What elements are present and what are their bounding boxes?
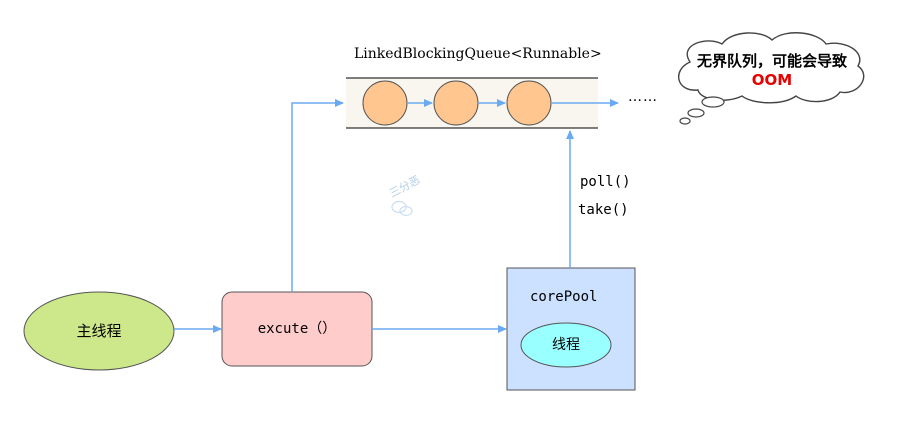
arrow-execute-to-queue [291,99,344,292]
worker-thread-label: 线程 [552,337,580,353]
queue-continuation: …… [628,89,658,105]
wechat-icon [391,200,413,217]
main-thread-label: 主线程 [76,322,122,340]
execute-label: excute（） [257,321,337,337]
queue-title: LinkedBlockingQueue<Runnable> [354,46,602,62]
poll-label: poll() [580,174,631,190]
warning-text: 无界队列，可能会导致 [696,52,847,70]
take-label: take() [578,202,629,218]
queue-item-2 [433,80,479,126]
core-pool-label: corePool [530,289,598,305]
queue-item-3 [506,80,552,126]
thought-bubble-dot-2 [687,108,705,118]
warning-oom: OOM [751,71,793,89]
thought-bubble-dot-3 [679,117,691,125]
worker-thread-node [520,322,612,368]
queue-item-1 [362,80,408,126]
main-thread-node [23,291,175,371]
thought-bubble-dot-1 [701,96,725,108]
